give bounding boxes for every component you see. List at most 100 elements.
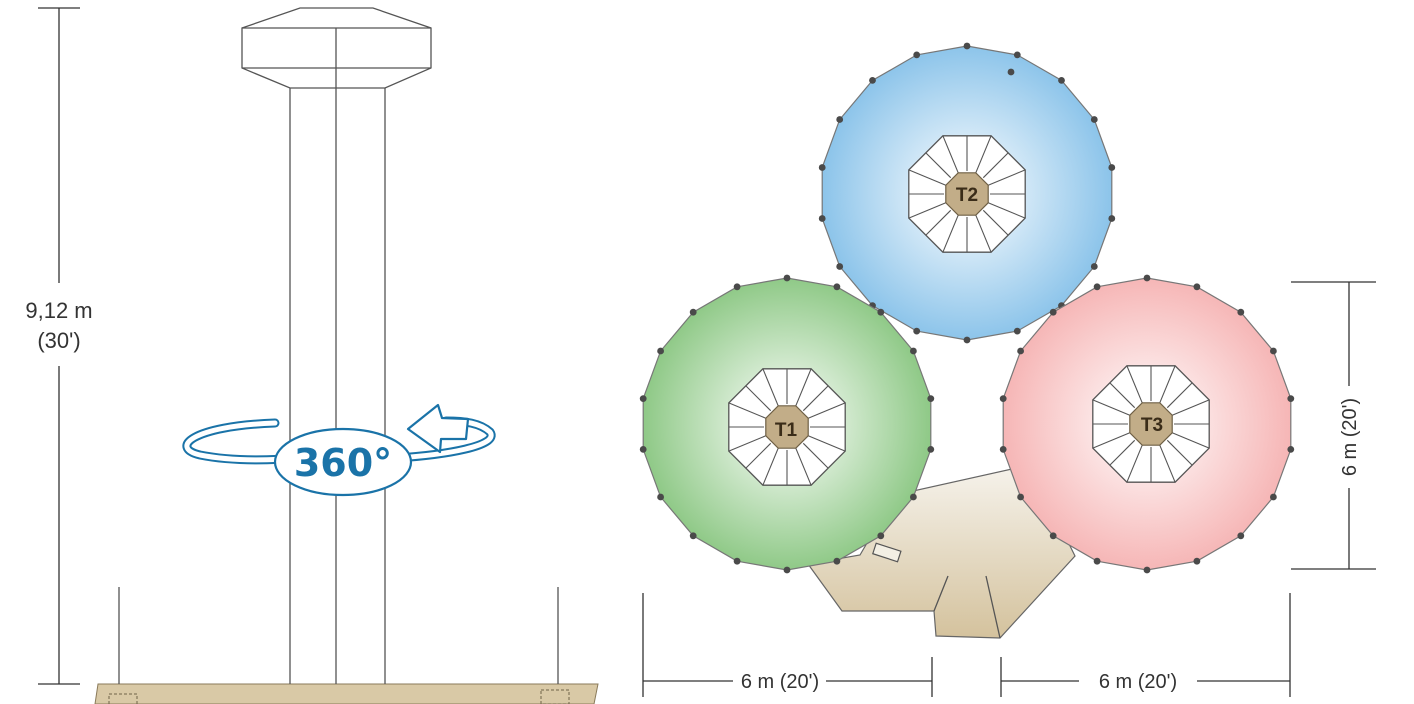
lamp-divider: [942, 214, 959, 253]
anchor-dot: [1143, 566, 1151, 574]
lamp-divider: [795, 368, 812, 407]
anchor-dot: [1049, 532, 1057, 540]
lamp-divider: [987, 202, 1026, 219]
lamp-divider: [1171, 399, 1210, 416]
anchor-dot: [783, 274, 791, 282]
anchor-dot: [913, 51, 921, 59]
height-imperial-label: (30'): [37, 328, 80, 353]
anchor-dot: [927, 395, 935, 402]
lamp-divider: [745, 385, 772, 412]
lamp-divider: [1166, 382, 1193, 409]
lamp-divider: [802, 385, 829, 412]
lamp-divider: [762, 368, 779, 407]
height-dimension: [38, 7, 80, 685]
anchor-dot: [877, 308, 885, 316]
anchor-dot: [1237, 532, 1245, 540]
lamp-divider: [802, 442, 829, 469]
vertical-dimension: [1291, 281, 1376, 570]
anchor-dot: [657, 493, 664, 501]
anchor-dot: [1090, 263, 1098, 270]
anchor-dot: [1017, 347, 1024, 355]
rotation-arrow-icon: [406, 403, 470, 454]
lamp-divider: [982, 209, 1009, 236]
anchor-dot: [1287, 446, 1295, 453]
anchor-dot: [818, 215, 826, 222]
anchor-dot: [657, 347, 664, 355]
height-metric-label: 9,12 m: [25, 298, 92, 323]
tower-t1-hub: [765, 405, 809, 449]
anchor-dot: [999, 395, 1007, 402]
anchor-dot: [1270, 493, 1277, 501]
lamp-divider: [728, 435, 767, 452]
bottom-right-dimension-label: 6 m (20'): [1099, 671, 1177, 693]
lamp-divider: [1109, 382, 1136, 409]
lamp-divider: [745, 442, 772, 469]
anchor-dot: [733, 283, 741, 291]
anchor-dot: [1108, 215, 1116, 222]
lamp-divider: [982, 152, 1009, 179]
anchor-dot: [833, 283, 841, 291]
lamp-divider: [807, 402, 846, 419]
tower-t1-label: T1: [775, 420, 798, 441]
lamp-divider: [1159, 444, 1176, 483]
lamp-divider: [908, 202, 947, 219]
rotation-label: 360°: [294, 441, 392, 485]
outrigger-legs: [118, 587, 559, 684]
lamp-head: [241, 7, 432, 89]
anchor-dot: [783, 566, 791, 574]
tower-t1-lamp-head: [728, 368, 846, 486]
trailer-base: [806, 464, 1076, 639]
anchor-dot: [869, 77, 876, 84]
lamp-divider: [975, 214, 992, 253]
anchor-dot: [836, 116, 844, 123]
anchor-dot: [1193, 283, 1201, 291]
anchor-dot: [1090, 116, 1098, 123]
lamp-divider: [807, 435, 846, 452]
bottom-left-dimension-label: 6 m (20'): [741, 671, 819, 693]
tower-t3-label: T3: [1141, 415, 1163, 436]
anchor-dot: [910, 493, 917, 501]
lamp-divider: [1092, 432, 1131, 449]
anchor-dot: [1017, 493, 1024, 501]
lamp-divider: [1126, 365, 1143, 404]
lamp-divider: [795, 447, 812, 486]
tower-t2-label: T2: [956, 185, 978, 206]
anchor-dot: [639, 395, 647, 402]
anchor-dot: [877, 532, 885, 540]
anchor-dot: [1013, 327, 1021, 335]
lamp-divider: [762, 447, 779, 486]
vertical-dimension-label: 6 m (20'): [1339, 398, 1361, 476]
bottom-right-dimension: [1000, 593, 1291, 697]
anchor-dot: [1287, 395, 1295, 402]
anchor-dot: [1093, 283, 1101, 291]
ground-base: [94, 683, 599, 704]
rotation-indicator: 360°: [182, 403, 496, 497]
lamp-divider: [1126, 444, 1143, 483]
side-view: 9,12 m (30'): [25, 7, 599, 704]
tower-t3-lamp-head: [1092, 365, 1210, 483]
anchor-dot: [689, 532, 697, 540]
mast: [289, 28, 386, 684]
anchor-dot: [910, 347, 917, 355]
anchor-dot: [818, 164, 826, 171]
anchor-dot: [1237, 308, 1245, 316]
anchor-dot: [1108, 164, 1116, 171]
lamp-divider: [728, 402, 767, 419]
anchor-dot: [689, 308, 697, 316]
lamp-divider: [1092, 399, 1131, 416]
tower-t3-hub: [1129, 402, 1173, 446]
anchor-dot: [1270, 347, 1277, 355]
anchor-dot: [1143, 274, 1151, 282]
bottom-left-dimension: [642, 593, 933, 697]
lamp-divider: [1109, 439, 1136, 466]
lamp-divider: [987, 169, 1026, 186]
lamp-divider: [942, 135, 959, 174]
lamp-divider: [925, 209, 952, 236]
anchor-dot: [913, 327, 921, 335]
anchor-dot: [1058, 77, 1065, 84]
lamp-divider: [1159, 365, 1176, 404]
lamp-divider: [925, 152, 952, 179]
lamp-divider: [1171, 432, 1210, 449]
anchor-dot: [927, 446, 935, 453]
